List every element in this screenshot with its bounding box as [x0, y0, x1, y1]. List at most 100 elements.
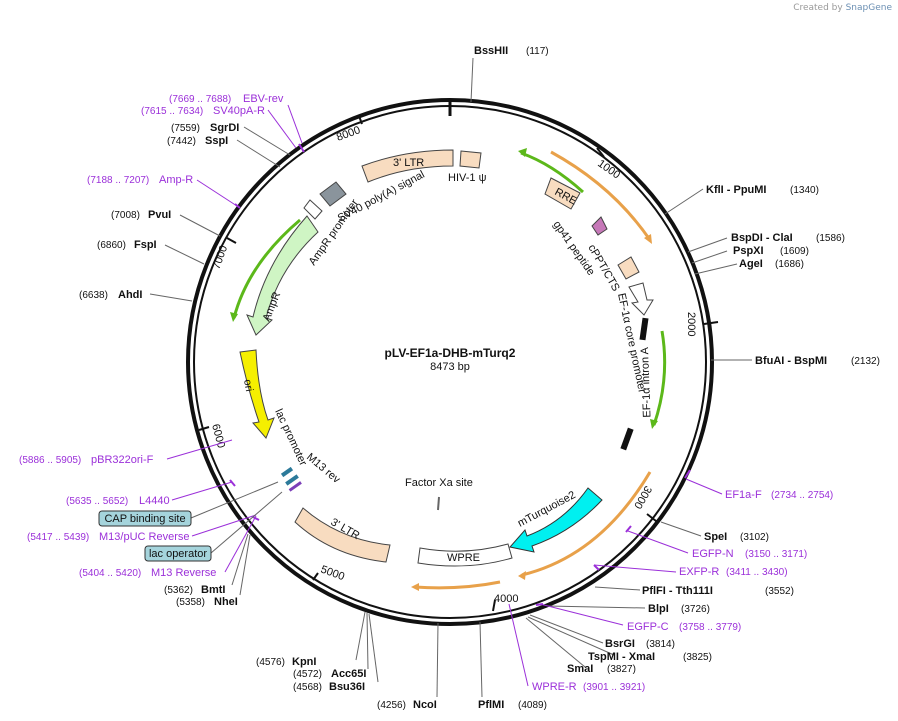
primer-egfp-c-pos: (3758 .. 3779) [679, 622, 741, 633]
primer-leaders [166, 104, 723, 687]
ef1a-intron-end [620, 427, 634, 451]
site-blpi[interactable]: BlpI [648, 603, 669, 615]
site-ncoi-pos: (4256) [377, 700, 406, 711]
cap-binding-site-box[interactable] [98, 510, 192, 527]
primer-wpre-r-pos: (3901 .. 3921) [583, 682, 645, 693]
primer-marks [229, 143, 691, 606]
boxed-features: CAP binding site lac operator [98, 481, 283, 562]
site-nhei[interactable]: NheI [214, 596, 238, 608]
primer-ebv-rev[interactable]: EBV-rev [243, 93, 284, 105]
lac-operator-box[interactable] [144, 545, 212, 562]
primer-ef1a-f-pos: (2734 .. 2754) [771, 490, 833, 501]
primer-sv40pa-r[interactable]: SV40pA-R [213, 105, 265, 117]
orange-arc-top [550, 150, 652, 241]
wpre-box[interactable] [417, 543, 513, 567]
primer-egfp-n[interactable]: EGFP-N [692, 548, 734, 560]
plasmid-name: pLV-EF1a-DHB-mTurq2 [385, 346, 516, 360]
site-bsshii-pos: (117) [526, 46, 549, 57]
primer-ef1a-f[interactable]: EF1a-F [725, 489, 762, 501]
tick-5000: 5000 [319, 564, 346, 584]
primer-wpre-r[interactable]: WPRE-R [532, 681, 577, 693]
site-pvui[interactable]: PvuI [148, 209, 171, 221]
ampr-arrow[interactable] [246, 215, 319, 336]
primer-egfp-c[interactable]: EGFP-C [627, 621, 669, 633]
factor-xa-mark [437, 496, 440, 511]
site-agei-pos: (1686) [775, 259, 804, 270]
site-tspmi-xmai-pos: (3825) [683, 652, 712, 663]
site-fspi[interactable]: FspI [134, 239, 157, 251]
orange-arc-right [521, 471, 652, 577]
primer-pbr322ori-f[interactable]: pBR322ori-F [91, 454, 154, 466]
site-acc65i-pos: (4572) [293, 669, 322, 680]
primer-l4440[interactable]: L4440 [139, 495, 170, 507]
site-kpni-pos: (4576) [256, 657, 285, 668]
directional-arcs [230, 148, 667, 591]
site-kfli-ppumi-pos: (1340) [790, 185, 819, 196]
hiv-psi-box[interactable] [459, 150, 482, 169]
primer-exfp-r-pos: (3411 .. 3430) [726, 567, 788, 578]
site-pspxi-pos: (1609) [780, 246, 809, 257]
hiv-psi-label: HIV-1 ψ [448, 172, 487, 184]
site-bsshii[interactable]: BssHII [474, 45, 508, 57]
sv40-polya-box[interactable] [319, 181, 347, 207]
site-ncoi[interactable]: NcoI [413, 699, 437, 711]
site-sgrdi[interactable]: SgrDI [210, 122, 239, 134]
site-bfuai-bspmi-pos: (2132) [851, 356, 880, 367]
primer-amp-r[interactable]: Amp-R [159, 174, 193, 186]
green-arc-top [520, 151, 585, 194]
site-spei-pos: (3102) [740, 532, 769, 543]
gp41-arrow[interactable] [591, 216, 608, 236]
tick-8000: 8000 [335, 124, 362, 144]
site-bmti[interactable]: BmtI [201, 584, 225, 596]
site-kpni[interactable]: KpnI [292, 656, 316, 668]
site-fspi-pos: (6860) [97, 240, 126, 251]
site-sspi-pos: (7442) [167, 136, 196, 147]
ef1a-intron-start [639, 317, 649, 341]
cap-binding-site-label: CAP binding site [104, 513, 185, 525]
primer-m13puc-rev[interactable]: M13/pUC Reverse [99, 531, 189, 543]
ori-arrow[interactable] [239, 349, 275, 439]
primer-m13-rev[interactable]: M13 Reverse [151, 567, 216, 579]
site-agei[interactable]: AgeI [739, 258, 763, 270]
site-pflmi[interactable]: PflMI [478, 699, 504, 711]
site-smai[interactable]: SmaI [567, 663, 593, 675]
site-bmti-pos: (5362) [164, 585, 193, 596]
lac-operator-mark [285, 474, 299, 486]
ltr-top-arrow[interactable] [361, 149, 454, 183]
primer-m13-rev-pos: (5404 .. 5420) [79, 568, 141, 579]
site-ahdi[interactable]: AhdI [118, 289, 142, 301]
site-acc65i[interactable]: Acc65I [331, 668, 366, 680]
site-pspxi[interactable]: PspXI [733, 245, 764, 257]
primer-ebv-rev-pos: (7669 .. 7688) [169, 94, 231, 105]
snapgene-logo: SnapGene [845, 3, 892, 13]
site-bspdi-clai[interactable]: BspDI - ClaI [731, 232, 793, 244]
site-sspi[interactable]: SspI [205, 135, 228, 147]
green-arc-left [232, 218, 301, 319]
primer-pbr322ori-f-pos: (5886 .. 5905) [19, 455, 81, 466]
site-bfuai-bspmi[interactable]: BfuAI - BspMI [755, 355, 827, 367]
site-spei[interactable]: SpeI [704, 531, 727, 543]
site-bsu36i[interactable]: Bsu36I [329, 681, 365, 693]
lac-promoter-label: lac promoter [272, 407, 309, 468]
ampr-promoter-arrow[interactable] [303, 199, 323, 220]
mturquoise2-arrow[interactable] [509, 487, 603, 553]
site-smai-pos: (3827) [607, 664, 636, 675]
rre-box[interactable] [544, 177, 581, 210]
ef1a-core-arrow[interactable] [628, 282, 654, 316]
site-bsu36i-pos: (4568) [293, 682, 322, 693]
primer-exfp-r[interactable]: EXFP-R [679, 566, 719, 578]
site-tspmi-xmai[interactable]: TspMI - XmaI [588, 651, 655, 663]
tick-4000: 4000 [494, 593, 518, 605]
site-sgrdi-pos: (7559) [171, 123, 200, 134]
tick-2000: 2000 [685, 312, 697, 336]
m13-rev-label: M13 rev [304, 451, 343, 486]
site-bsrgi[interactable]: BsrGI [605, 638, 635, 650]
green-arc-right [652, 330, 667, 426]
site-pflfi-tth111i[interactable]: PflFI - Tth111I [642, 585, 713, 597]
credit-prefix: Created by [793, 3, 843, 13]
snapgene-credit: Created by SnapGene [793, 3, 892, 13]
ltr-bottom-arrow[interactable] [294, 507, 391, 563]
site-kfli-ppumi[interactable]: KflI - PpuMI [706, 184, 767, 196]
cppt-box[interactable] [617, 256, 640, 280]
